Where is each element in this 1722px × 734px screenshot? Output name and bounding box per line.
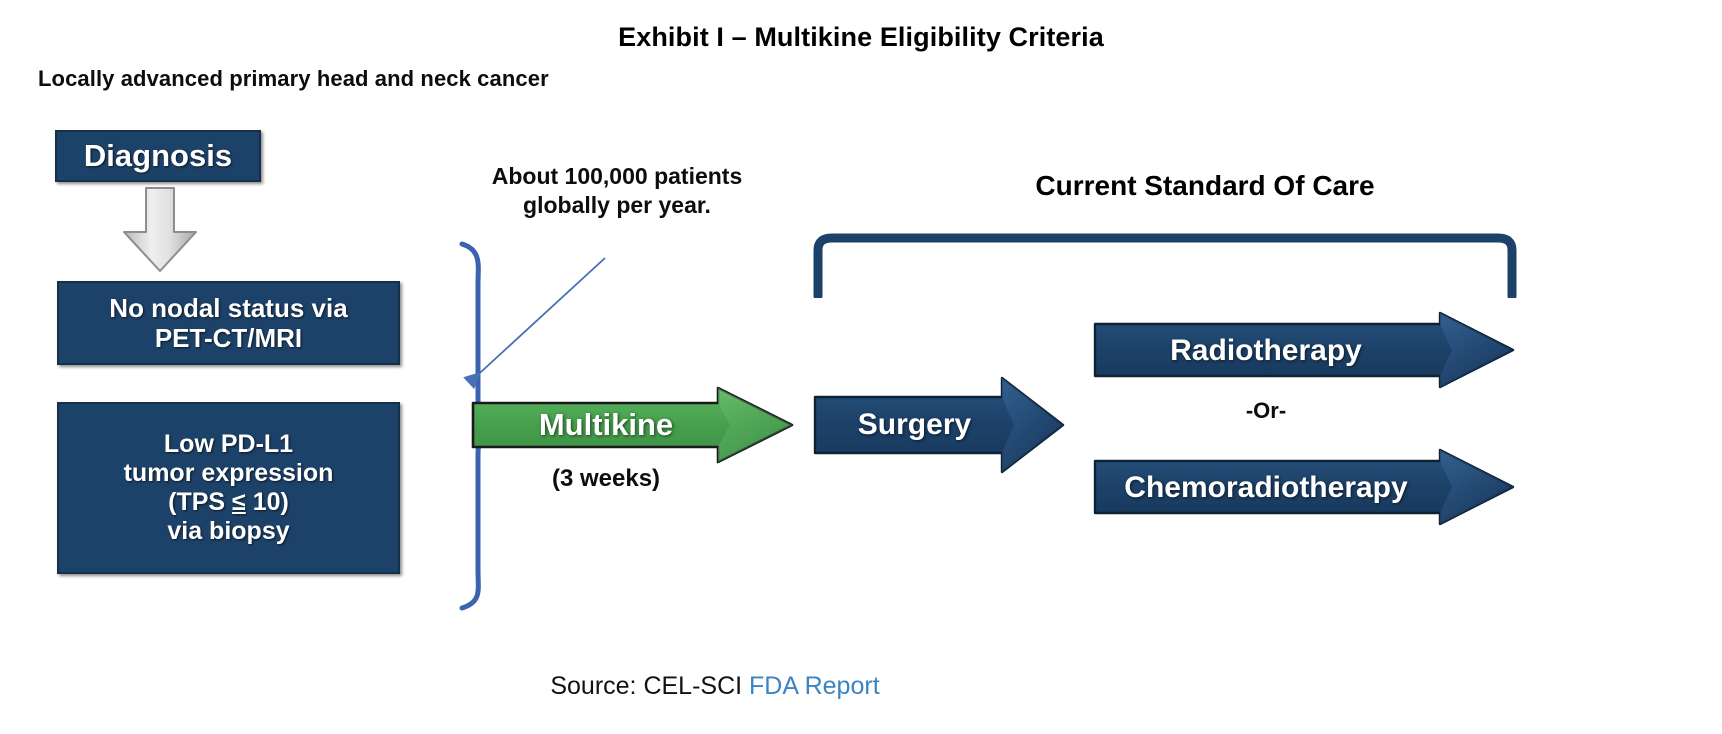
criteria-box-nodal-status: No nodal status via PET-CT/MRI [57,281,400,365]
diagnosis-label: Diagnosis [83,138,233,174]
standard-of-care-bracket-icon [810,228,1520,301]
tps-suffix: 10) [245,488,289,516]
multikine-duration-label: (3 weeks) [551,465,661,492]
criteria-pdl1-line4: via biopsy [167,517,290,545]
criteria-box-pdl1: Low PD-L1 tumor expression (TPS ≤ 10) vi… [57,402,400,574]
annotation-line1: About 100,000 patients [491,163,743,189]
criteria-nodal-line2: PET-CT/MRI [154,323,303,353]
page-title: Exhibit I – Multikine Eligibility Criter… [618,22,1104,52]
annotation-text: About 100,000 patients globally per year… [452,162,782,221]
standard-of-care-heading: Current Standard Of Care [1035,170,1375,201]
surgery-arrow [812,375,1067,475]
multikine-arrow [470,385,795,465]
fda-report-link[interactable]: FDA Report [749,672,880,700]
chemoradiotherapy-arrow [1092,447,1517,527]
criteria-nodal-line1: No nodal status via [109,292,348,323]
down-arrow-icon [118,186,202,274]
source-caption: Source: CEL-SCI FDA Report [330,672,1100,701]
tps-prefix: (TPS [168,488,233,516]
source-prefix: Source: CEL-SCI [550,672,750,700]
less-than-or-equal-icon: ≤ [232,488,246,516]
criteria-pdl1-line3: (TPS ≤ 10) [124,488,334,517]
criteria-pdl1-line1: Low PD-L1 [163,430,294,458]
annotation-line2: globally per year. [523,192,711,219]
subtitle: Locally advanced primary head and neck c… [38,66,549,91]
diagnosis-box: Diagnosis [55,130,261,182]
radiotherapy-arrow [1092,310,1517,390]
or-separator: -Or- [1245,398,1287,423]
criteria-pdl1-line2: tumor expression [123,459,334,487]
leader-arrow-icon [448,205,778,405]
